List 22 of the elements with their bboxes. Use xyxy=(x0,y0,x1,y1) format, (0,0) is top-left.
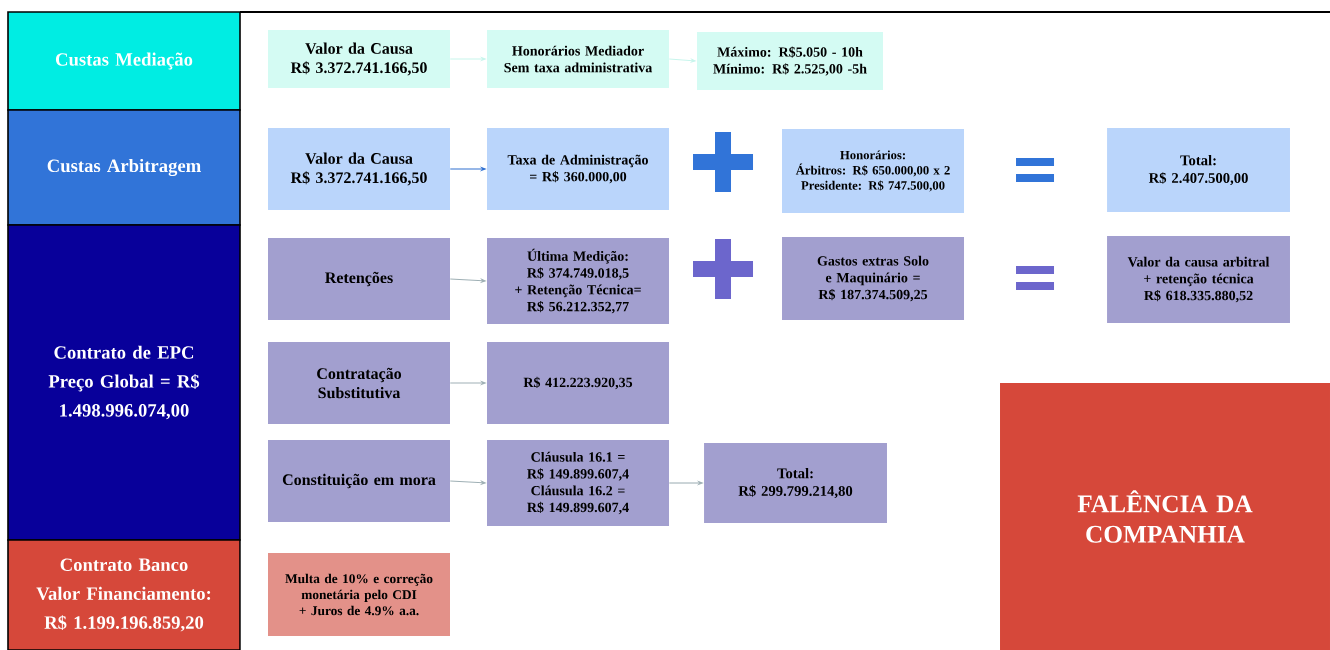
value-box: Valor da Causa R$ 3.372.741.166,50 xyxy=(268,30,450,88)
value-box: Honorários Mediador Sem taxa administrativa xyxy=(487,30,669,88)
result-box: FALÊNCIA DA COMPANHIA xyxy=(1000,383,1330,650)
category-box: Custas Mediação xyxy=(7,11,241,111)
value-box: Retenções xyxy=(268,238,450,320)
value-box: Total: R$ 2.407.500,00 xyxy=(1107,128,1290,212)
value-box: Total: R$ 299.799.214,80 xyxy=(704,443,887,523)
category-box: Contrato Banco Valor Financiamento: R$ 1.199.196.859,20 xyxy=(7,539,241,650)
value-box: Máximo: R$5.050 - 10h Mínimo: R$ 2.525,00 -5h xyxy=(697,32,883,90)
value-box: Constituição em mora xyxy=(268,440,450,522)
value-box: Gastos extras Solo e Maquinário = R$ 187.374.509,25 xyxy=(782,237,964,320)
value-box: R$ 412.223.920,35 xyxy=(487,342,669,424)
value-box: Taxa de Administração = R$ 360.000,00 xyxy=(487,128,669,210)
value-box: Valor da causa arbitral + retenção técnica R$ 618.335.880,52 xyxy=(1107,236,1290,323)
value-box: Multa de 10% e correção monetária pelo CDI + Juros de 4.9% a.a. xyxy=(268,553,450,636)
value-box: Valor da Causa R$ 3.372.741.166,50 xyxy=(268,128,450,210)
value-box: Última Medição: R$ 374.749.018,5 + Retenção Técnica= R$ 56.212.352,77 xyxy=(487,238,669,324)
value-box: Cláusula 16.1 = R$ 149.899.607,4 Cláusula 16.2 = R$ 149.899.607,4 xyxy=(487,440,669,526)
category-box: Custas Arbitragem xyxy=(7,109,241,226)
value-box: Contratação Substitutiva xyxy=(268,342,450,424)
value-box: Honorários: Árbitros: R$ 650.000,00 x 2 Presidente: R$ 747.500,00 xyxy=(782,129,964,213)
category-box: Contrato de EPC Preço Global = R$ 1.498.996.074,00 xyxy=(7,224,241,541)
